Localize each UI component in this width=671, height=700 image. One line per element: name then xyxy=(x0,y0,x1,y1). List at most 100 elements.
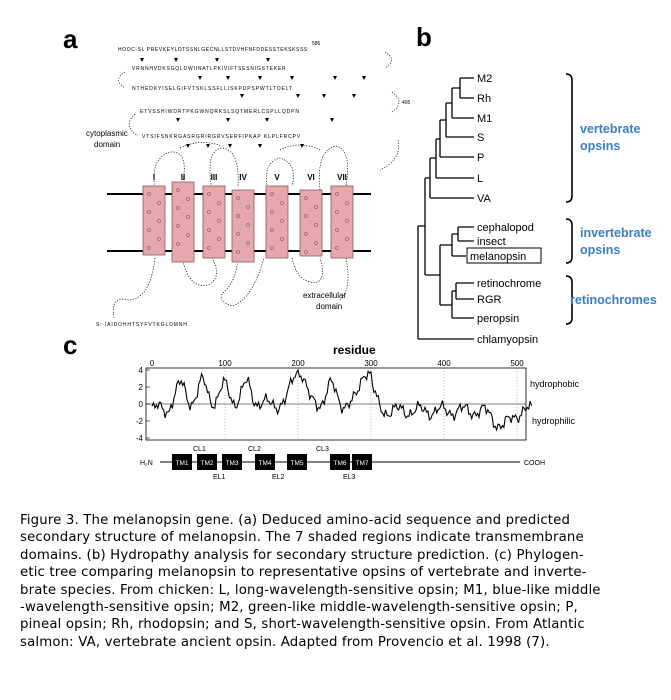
helix-residue xyxy=(345,237,349,241)
tm-box-6 xyxy=(330,454,350,470)
residue-title: residue xyxy=(333,343,376,357)
helix-residue xyxy=(270,228,274,232)
melanopsin-box xyxy=(466,247,542,264)
helix-residue xyxy=(280,237,284,241)
helix-residue xyxy=(304,232,308,236)
helix-6 xyxy=(299,189,323,257)
tm-label: TM4 xyxy=(259,460,272,467)
invertebrate-label-1: invertebrate xyxy=(580,226,652,240)
cooh-label: COOH xyxy=(524,460,545,467)
tm-box-4 xyxy=(255,454,275,470)
helix-residue xyxy=(304,196,308,200)
helix-residue xyxy=(176,206,180,210)
seq-line-3: NTHEDKYISELGIFVTSKLSSFLLISKPDPSPWTLTOELT xyxy=(132,86,293,92)
loop-top: CL3 xyxy=(316,446,329,453)
leaf-Rh: Rh xyxy=(477,93,491,105)
helix-residue xyxy=(147,192,151,196)
y-tick: 0 xyxy=(139,400,144,409)
tm-label: TM6 xyxy=(334,460,347,467)
seq-line-5: VTSIFSNKRGASRGRIRGRVSERFIPKAP KLPLFRCPV xyxy=(142,134,301,140)
leaf-cephalopod: cephalopod xyxy=(477,222,534,234)
extracellular-loops xyxy=(112,257,349,319)
helix-label: VI xyxy=(307,173,315,182)
helix-residue xyxy=(304,214,308,218)
helix-residue xyxy=(176,188,180,192)
panel-b-letter: b xyxy=(416,22,432,52)
tm-box-3 xyxy=(222,454,242,470)
y-tick: -2 xyxy=(136,417,144,426)
helix-2 xyxy=(171,181,195,263)
helix-residue xyxy=(270,246,274,250)
panel-a-letter: a xyxy=(63,24,78,54)
x-tick: 0 xyxy=(150,359,155,368)
panel-a-topology: HOOC-SL PREVKEYLDTSSNLGECNLLSTDVHFNFDDES… xyxy=(86,41,411,328)
helix-residue xyxy=(280,219,284,223)
helix-residue xyxy=(345,219,349,223)
leaf-insect: insect xyxy=(477,236,506,248)
marker-586: 586 xyxy=(312,41,321,47)
tm-box-7 xyxy=(352,454,372,470)
y-tick-labels: 420-2-4 xyxy=(136,366,150,443)
helix-residue xyxy=(207,228,211,232)
leaf-chlamyopsin: chlamyopsin xyxy=(477,334,538,346)
helix-4 xyxy=(231,189,255,263)
vertebrate-label-2: opsins xyxy=(580,139,620,153)
loop-bottom: EL3 xyxy=(343,474,356,481)
hydropathy-line xyxy=(151,368,533,432)
panel-c-letter: c xyxy=(63,330,78,360)
x-tick: 100 xyxy=(218,359,232,368)
helix-residue xyxy=(207,210,211,214)
leaf-melanopsin: melanopsin xyxy=(470,251,526,263)
seq-line-2: VRNNHVDKSGQLDWIINATLPKIVIFTSESNIGSTEKER xyxy=(132,66,286,72)
group-labels: vertebrate opsins invertebrate opsins re… xyxy=(570,122,657,307)
helix-label: V xyxy=(274,173,280,182)
x-tick: 500 xyxy=(510,359,524,368)
phospho-markers xyxy=(140,58,366,148)
helix-label: II xyxy=(181,173,185,182)
helix-residue xyxy=(246,205,250,209)
helix-residue xyxy=(186,233,190,237)
retinochromes-label: retinochromes xyxy=(570,293,657,307)
h2n-label: H₂N xyxy=(140,460,153,467)
helix-residue xyxy=(335,192,339,196)
helix-residue xyxy=(147,246,151,250)
leaf-RGR: RGR xyxy=(477,294,502,306)
helix-residue xyxy=(345,201,349,205)
tm-box-2 xyxy=(197,454,217,470)
marker-405: 405 xyxy=(402,100,411,106)
x-tick: 300 xyxy=(364,359,378,368)
leaf-S: S xyxy=(477,132,484,144)
helix-label: VII xyxy=(337,173,347,182)
helix-residue xyxy=(270,210,274,214)
leaf-VA: VA xyxy=(477,193,492,205)
helix-5 xyxy=(265,185,289,259)
extracellular-label: extracellular xyxy=(303,291,346,300)
loop-top: CL2 xyxy=(248,446,261,453)
helix-residue xyxy=(217,201,221,205)
helix-residue xyxy=(314,205,318,209)
leaf-peropsin: peropsin xyxy=(477,313,519,325)
helix-7 xyxy=(330,185,354,259)
helix-label: IV xyxy=(239,173,247,182)
helix-label: III xyxy=(211,173,218,182)
helix-residue xyxy=(207,246,211,250)
helix-residue xyxy=(246,241,250,245)
helix-residue xyxy=(186,215,190,219)
helix-residue xyxy=(335,246,339,250)
helix-residue xyxy=(157,219,161,223)
figure-caption: Figure 3. The melanopsin gene. (a) Deduc… xyxy=(20,513,601,650)
panel-b-tree: M2RhM1SPLVAcephalopodinsectmelanopsinret… xyxy=(417,73,657,346)
helix-residue xyxy=(236,196,240,200)
tree-branches xyxy=(417,77,474,340)
helix-residue xyxy=(217,237,221,241)
helix-residue xyxy=(157,201,161,205)
helix-residue xyxy=(176,242,180,246)
helix-residue xyxy=(304,250,308,254)
leaf-L: L xyxy=(477,173,483,185)
x-tick: 400 xyxy=(437,359,451,368)
loop-bottom: EL1 xyxy=(213,474,226,481)
y-tick: -4 xyxy=(136,434,144,443)
